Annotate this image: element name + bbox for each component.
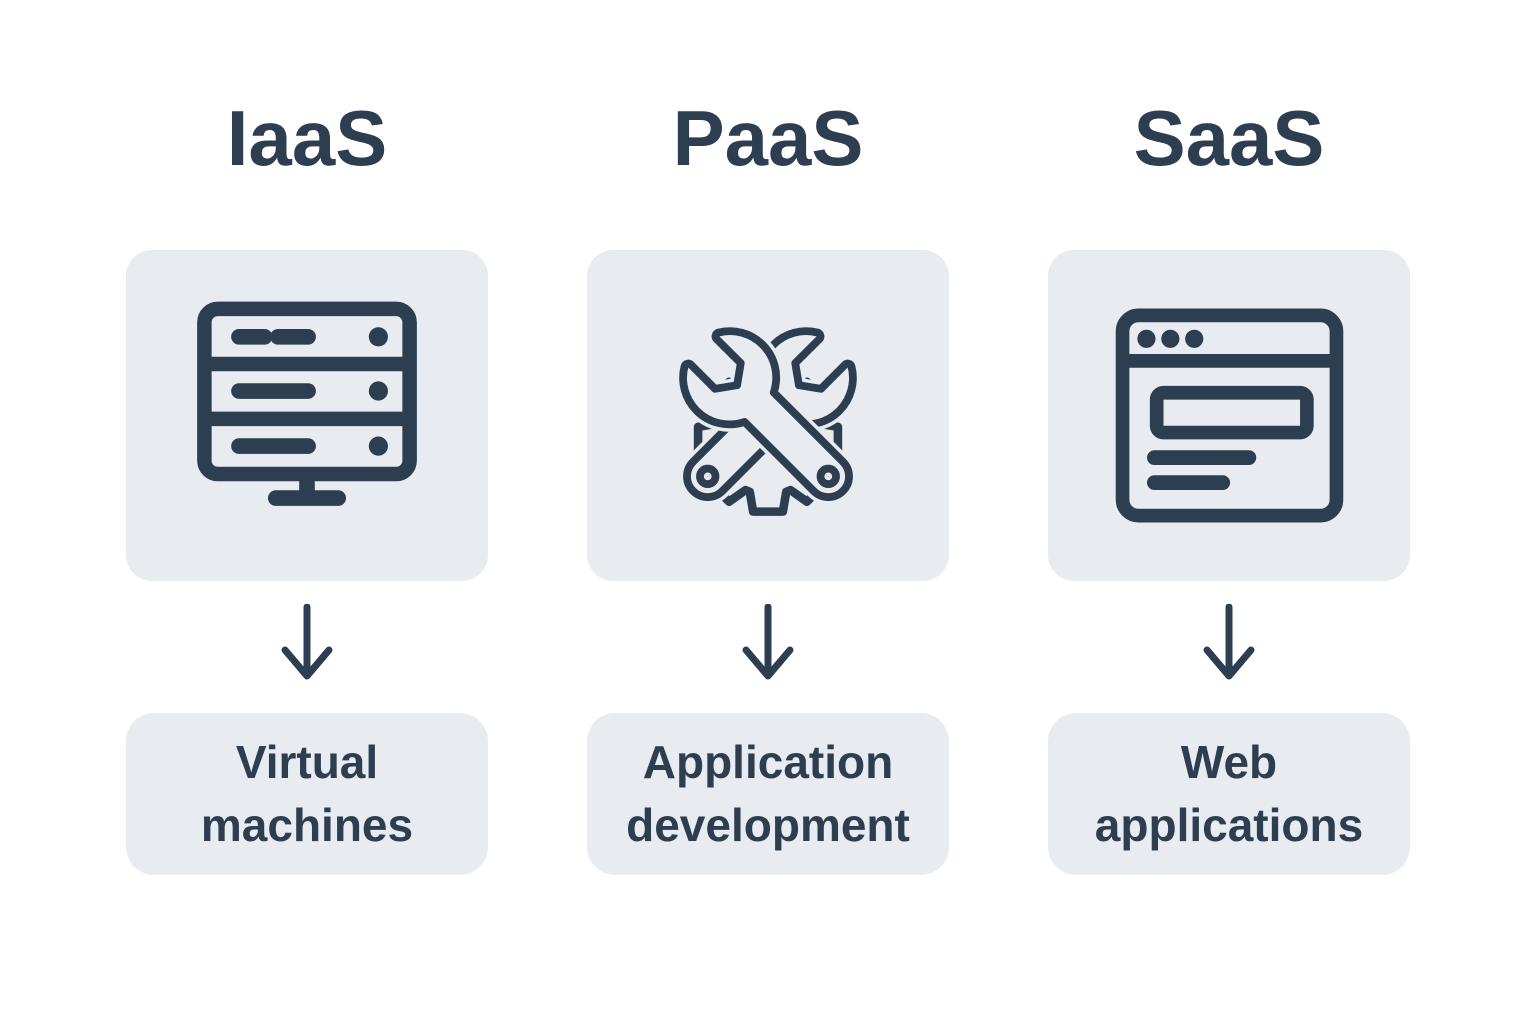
iaas-icon-card xyxy=(126,250,488,581)
column-saas: SaaS Web applications xyxy=(1048,96,1410,875)
down-arrow-icon xyxy=(742,604,794,680)
saas-result-label: Web applications xyxy=(1094,736,1364,851)
iaas-result-label: Virtual machines xyxy=(200,736,414,851)
down-arrow-icon xyxy=(281,604,333,680)
paas-icon-card xyxy=(587,250,949,581)
column-title-saas: SaaS xyxy=(1133,94,1325,182)
iaas-result-box: Virtual machines xyxy=(126,713,488,875)
saas-result-box: Web applications xyxy=(1048,713,1410,875)
column-paas: PaaS Applicat xyxy=(587,96,949,875)
iaas-arrow-wrap xyxy=(279,603,335,689)
paas-result-box: Application development xyxy=(587,713,949,875)
saas-icon-card xyxy=(1048,250,1410,581)
paas-arrow-wrap xyxy=(740,603,796,689)
crossed-wrenches-gear-icon xyxy=(675,323,861,516)
paas-result-label: Application development xyxy=(626,736,910,851)
column-title-iaas: IaaS xyxy=(226,94,388,182)
browser-window-icon xyxy=(1115,308,1343,523)
column-title-paas: PaaS xyxy=(672,94,864,182)
down-arrow-icon xyxy=(1203,604,1255,680)
server-rack-icon xyxy=(197,301,417,506)
cloud-service-models-diagram: IaaS Virtual machines xyxy=(126,96,1410,875)
saas-arrow-wrap xyxy=(1201,603,1257,689)
column-iaas: IaaS Virtual machines xyxy=(126,96,488,875)
